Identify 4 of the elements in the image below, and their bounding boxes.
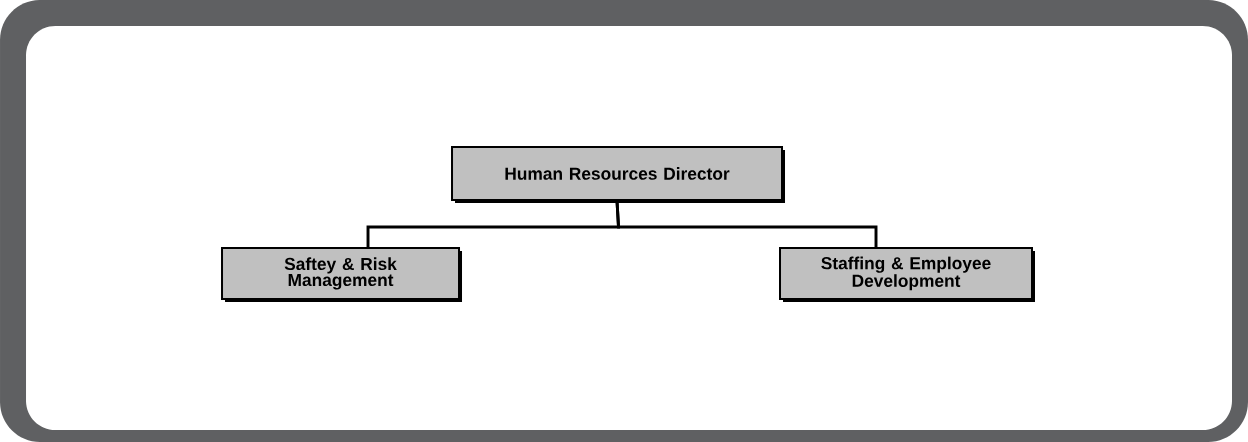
position-box: Saftey & Risk Management	[221, 247, 462, 302]
position-box: Human Resources Director	[451, 146, 785, 203]
connector-line	[615, 200, 878, 248]
position-box: Staffing & Employee Development	[779, 247, 1035, 302]
